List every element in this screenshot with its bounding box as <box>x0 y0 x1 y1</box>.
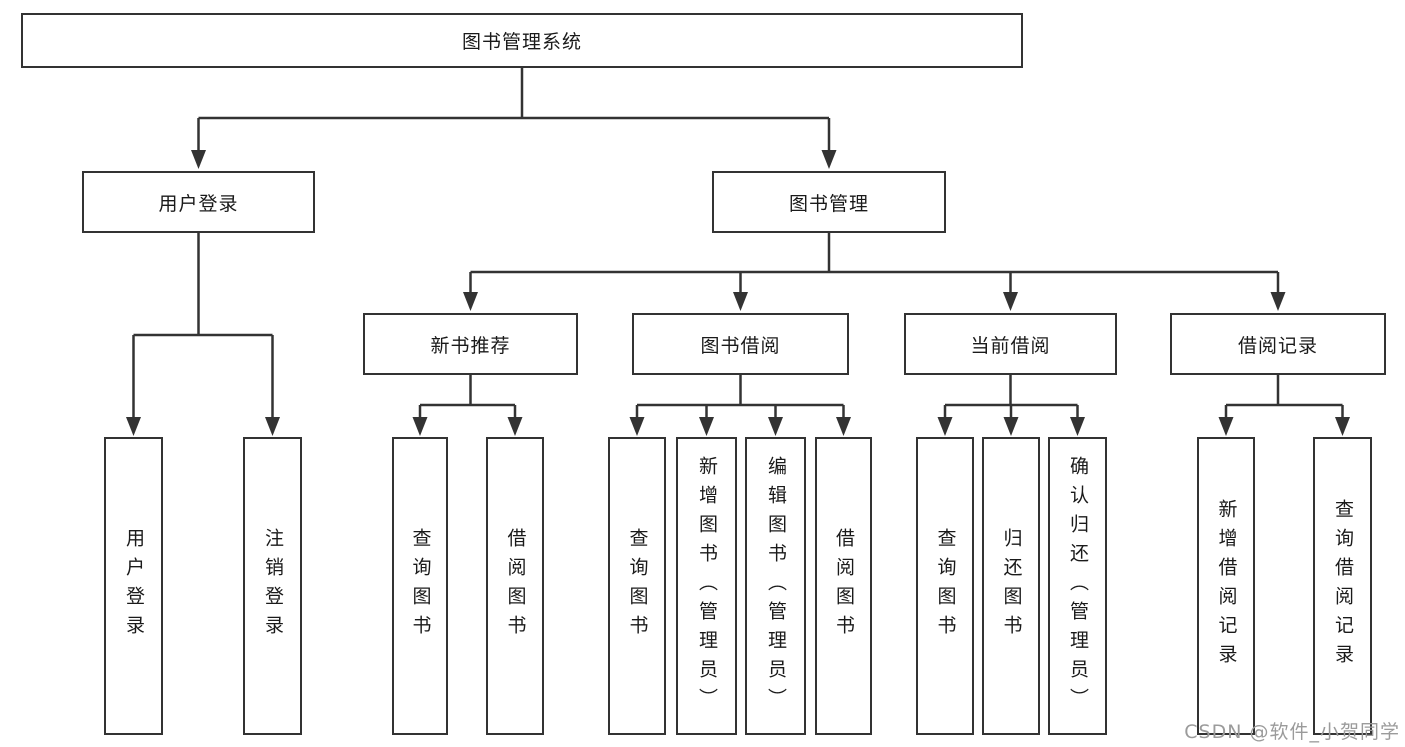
leaf-add-borrow-record-label: 新增借阅记录 <box>1215 499 1238 673</box>
leaf-add-book-admin-label: 新增图书（管理员） <box>696 455 718 717</box>
leaf-borrow-book-recommend: 借阅图书 <box>486 437 544 735</box>
watermark: CSDN @软件_小贺同学 <box>1184 721 1400 743</box>
node-book-management-label: 图书管理 <box>788 192 869 215</box>
node-new-book-recommend: 新书推荐 <box>363 313 578 375</box>
node-root-label: 图书管理系统 <box>461 31 582 53</box>
node-book-borrow-label: 图书借阅 <box>700 334 781 357</box>
connector-user-login <box>132 233 274 418</box>
arrowheads <box>126 150 1350 436</box>
leaf-query-book-recommend: 查询图书 <box>392 437 448 735</box>
connector-root <box>197 68 831 150</box>
leaf-query-book-current-label: 查询图书 <box>934 528 957 644</box>
leaf-query-book-recommend-label: 查询图书 <box>409 528 432 644</box>
connector-book-management <box>469 233 1280 293</box>
leaf-borrow-book-recommend-label: 借阅图书 <box>504 528 527 644</box>
node-borrow-records-label: 借阅记录 <box>1237 334 1318 357</box>
node-book-management: 图书管理 <box>712 171 946 233</box>
leaf-user-login-label: 用户登录 <box>123 528 145 644</box>
leaf-query-borrow-record-label: 查询借阅记录 <box>1332 499 1354 673</box>
leaf-query-book-current: 查询图书 <box>916 437 974 735</box>
leaf-add-book-admin: 新增图书（管理员） <box>676 437 737 735</box>
leaf-query-book-borrow: 查询图书 <box>608 437 666 735</box>
leaf-borrow-book-borrow-label: 借阅图书 <box>833 528 855 644</box>
node-user-login: 用户登录 <box>82 171 315 233</box>
leaf-borrow-book-borrow: 借阅图书 <box>815 437 872 735</box>
node-root: 图书管理系统 <box>21 13 1023 68</box>
node-current-borrow: 当前借阅 <box>904 313 1117 375</box>
connector-current-borrow <box>943 375 1079 418</box>
leaf-add-borrow-record: 新增借阅记录 <box>1197 437 1255 735</box>
node-book-borrow: 图书借阅 <box>632 313 849 375</box>
leaf-return-book-label: 归还图书 <box>1000 528 1023 644</box>
leaf-query-book-borrow-label: 查询图书 <box>626 528 649 644</box>
leaf-confirm-return-admin-label: 确认归还（管理员） <box>1067 455 1089 717</box>
leaf-query-borrow-record: 查询借阅记录 <box>1313 437 1372 735</box>
leaf-logout: 注销登录 <box>243 437 302 735</box>
leaf-edit-book-admin: 编辑图书（管理员） <box>745 437 806 735</box>
connector-book-borrow <box>635 375 845 418</box>
leaf-user-login: 用户登录 <box>104 437 163 735</box>
node-user-login-label: 用户登录 <box>158 192 239 215</box>
node-current-borrow-label: 当前借阅 <box>970 334 1051 357</box>
connector-borrow-records <box>1224 375 1344 418</box>
node-borrow-records: 借阅记录 <box>1170 313 1386 375</box>
leaf-edit-book-admin-label: 编辑图书（管理员） <box>765 455 787 717</box>
node-new-book-recommend-label: 新书推荐 <box>430 334 511 357</box>
leaf-confirm-return-admin: 确认归还（管理员） <box>1048 437 1107 735</box>
leaf-logout-label: 注销登录 <box>262 528 284 644</box>
leaf-return-book: 归还图书 <box>982 437 1040 735</box>
connector-new-book-recommend <box>418 375 517 418</box>
